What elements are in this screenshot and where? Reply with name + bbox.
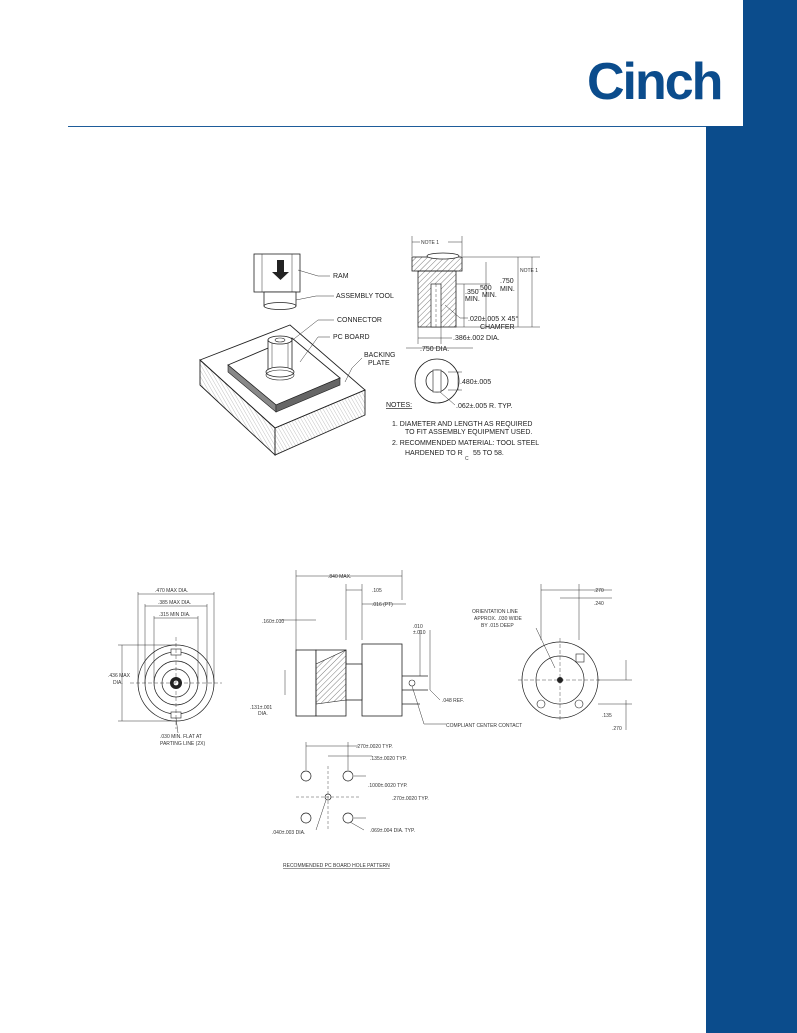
rear-view-figure: .270 .240 ORIENTATION LINE APPROX. .030 … xyxy=(472,584,632,732)
sidebar-notch xyxy=(706,0,743,126)
connector-label: CONNECTOR xyxy=(337,317,382,324)
front-flat-a: .030 MIN. FLAT AT xyxy=(160,734,202,740)
chamfer-label: CHAMFER xyxy=(480,324,515,331)
rear-240: .240 xyxy=(594,601,604,607)
pattern-d4: .270±.0020 TYP. xyxy=(392,796,429,802)
front-flat-b: PARTING LINE (2X) xyxy=(160,741,205,747)
note-2b-sub: C xyxy=(465,456,469,462)
pattern-d6: .069±.004 DIA. TYP. xyxy=(370,828,415,834)
notes-title: NOTES: xyxy=(386,402,412,409)
pc-board-label: PC BOARD xyxy=(333,334,370,341)
dia-386: .386±.002 DIA. xyxy=(453,335,500,342)
side-view-figure: .840 MAX. .105 .016 (PT) .160±.010 .131±… xyxy=(250,570,522,729)
note-1b: TO FIT ASSEMBLY EQUIPMENT USED. xyxy=(405,429,532,436)
pattern-caption: RECOMMENDED PC BOARD HOLE PATTERN xyxy=(283,863,390,869)
pattern-d1: .270±.0020 TYP. xyxy=(356,744,393,750)
front-max-dia2: .385 MAX DIA. xyxy=(158,600,191,606)
side-105: .105 xyxy=(372,588,382,594)
pattern-d5: .040±.003 DIA. xyxy=(272,830,305,836)
side-048: .048 REF. xyxy=(442,698,464,704)
backing-label: BACKING xyxy=(364,352,396,359)
side-010a: .010 xyxy=(413,624,423,630)
rear-orient-a: ORIENTATION LINE xyxy=(472,609,519,615)
pattern-d2: .135±.0020 TYP. xyxy=(370,756,407,762)
rear-orient-b: APPROX. .030 WIDE xyxy=(474,616,522,622)
ram-label: RAM xyxy=(333,273,349,280)
side-160: .160±.010 xyxy=(262,619,284,625)
rear-270b: .270 xyxy=(612,726,622,732)
assembly-tool-label: ASSEMBLY TOOL xyxy=(336,293,394,300)
note1-top-label: NOTE 1 xyxy=(421,240,439,246)
dim-350: .350 xyxy=(465,289,479,296)
pattern-d3: .1000±.0020 TYP. xyxy=(368,783,408,789)
hole-pattern-figure: .270±.0020 TYP. .135±.0020 TYP. .1000±.0… xyxy=(272,742,429,869)
dim-500-min: MIN. xyxy=(482,292,497,299)
front-max-dia: .470 MAX DIA. xyxy=(155,588,188,594)
side-ref: .016 (PT) xyxy=(372,602,393,608)
radius-dim: .062±.005 R. TYP. xyxy=(456,403,513,410)
header-rule xyxy=(68,126,706,127)
side-compliant: COMPLIANT CENTER CONTACT xyxy=(446,723,522,729)
note-1a: 1. DIAMETER AND LENGTH AS REQUIRED xyxy=(392,421,532,428)
plate-label: PLATE xyxy=(368,360,390,367)
front-left-dim2: DIA. xyxy=(113,680,123,686)
dim-350-min: MIN. xyxy=(465,296,480,303)
dim-750: .750 xyxy=(500,278,514,285)
note1-side-label: NOTE 1 xyxy=(520,268,538,274)
assembly-figure: RAM ASSEMBLY TOOL CONNECTOR PC BOARD BAC… xyxy=(199,253,396,457)
side-131a: .131±.001 xyxy=(250,705,272,711)
note-2c: 55 TO 58. xyxy=(473,450,504,457)
dim-500: .500 xyxy=(478,285,492,292)
ram-shape xyxy=(253,253,301,310)
front-left-dim: .436 MAX xyxy=(108,673,131,679)
side-131b: DIA. xyxy=(258,711,268,717)
pc-board-side xyxy=(275,377,341,413)
backing-plate-side xyxy=(274,389,366,456)
front-min-dia: .315 MIN DIA. xyxy=(159,612,190,618)
note-2a: 2. RECOMMENDED MATERIAL: TOOL STEEL xyxy=(392,440,539,447)
dim-750-min: MIN. xyxy=(500,286,515,293)
chamfer-dim: .020±.005 X 45° xyxy=(468,315,518,323)
dim-480: .480±.005 xyxy=(460,379,491,386)
side-overall: .840 MAX. xyxy=(328,574,351,580)
note-2b: HARDENED TO R xyxy=(405,450,463,457)
brand-sidebar xyxy=(706,0,797,1033)
cinch-logo: Cinch xyxy=(587,53,723,111)
dia-750: .750 DIA. xyxy=(420,346,449,353)
rear-orient-c: BY .015 DEEP xyxy=(481,623,514,629)
connector-shape xyxy=(265,335,295,381)
tool-detail-figure: NOTE 1 NOTE 1 .750 MIN. .500 MIN. .350 M… xyxy=(386,236,540,462)
side-010b: ±.010 xyxy=(413,630,426,636)
front-view-figure: .470 MAX DIA. .385 MAX DIA. .315 MIN DIA… xyxy=(108,588,222,747)
rear-135: .135 xyxy=(602,713,612,719)
rear-270: .270 xyxy=(594,588,604,594)
